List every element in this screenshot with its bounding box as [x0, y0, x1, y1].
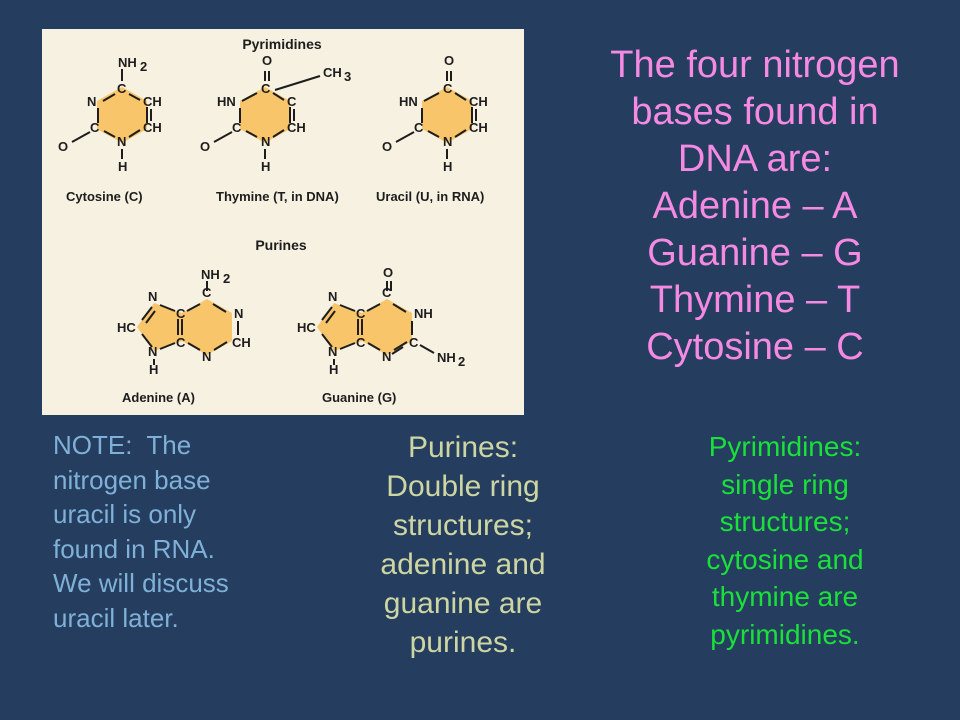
note-line: uracil later. [53, 602, 179, 633]
svg-text:3: 3 [344, 69, 351, 84]
pyrimidines-line: single ring [721, 468, 849, 500]
purines-line: structures; [392, 509, 534, 542]
svg-text:O: O [383, 265, 393, 280]
title-line: Cytosine – C [646, 326, 864, 368]
svg-text:C: C [414, 120, 424, 135]
svg-text:2: 2 [140, 59, 147, 74]
svg-text:C: C [443, 81, 453, 96]
svg-text:HN: HN [399, 94, 418, 109]
purines-description: Purines: Double ring structures; adenine… [338, 428, 588, 662]
pyrimidines-description: Pyrimidines: single ring structures; cyt… [660, 428, 910, 653]
svg-text:N: N [117, 134, 126, 149]
svg-text:H: H [261, 159, 270, 174]
uracil-caption: Uracil (U, in RNA) [376, 189, 484, 204]
svg-text:NH: NH [437, 350, 456, 365]
note-line: nitrogen base [53, 464, 211, 495]
svg-text:C: C [409, 335, 419, 350]
svg-text:C: C [232, 120, 242, 135]
adenine-caption: Adenine (A) [122, 390, 195, 405]
svg-text:NH: NH [201, 267, 220, 282]
uracil-structure: O HN C CH CH N C O H [382, 53, 488, 174]
svg-text:N: N [87, 94, 96, 109]
svg-text:N: N [328, 344, 337, 359]
svg-text:N: N [234, 306, 243, 321]
guanine-caption: Guanine (G) [322, 390, 396, 405]
note-line: found in RNA. [53, 533, 215, 564]
title-line: The four nitrogen [610, 44, 900, 86]
title-line: DNA are: [677, 138, 833, 180]
svg-text:CH: CH [469, 94, 488, 109]
svg-text:N: N [382, 349, 391, 364]
svg-text:C: C [356, 306, 366, 321]
slide-title: The four nitrogen bases found in DNA are… [580, 42, 930, 371]
title-line: bases found in [631, 91, 879, 133]
svg-text:HN: HN [217, 94, 236, 109]
svg-text:N: N [261, 134, 270, 149]
svg-text:C: C [176, 306, 186, 321]
svg-text:C: C [176, 335, 186, 350]
pyrimidines-heading: Pyrimidines [242, 36, 322, 52]
svg-text:CH: CH [232, 335, 251, 350]
thymine-caption: Thymine (T, in DNA) [216, 189, 339, 204]
uracil-note: NOTE: The nitrogen base uracil is only f… [53, 428, 313, 635]
svg-text:N: N [202, 349, 211, 364]
cytosine-caption: Cytosine (C) [66, 189, 143, 204]
svg-text:2: 2 [458, 354, 465, 369]
note-line: We will discuss [53, 568, 229, 598]
svg-text:O: O [58, 139, 68, 154]
svg-text:2: 2 [223, 271, 230, 286]
svg-text:HC: HC [117, 320, 136, 335]
title-line: Adenine – A [652, 185, 858, 227]
svg-text:N: N [443, 134, 452, 149]
svg-text:H: H [443, 159, 452, 174]
svg-text:O: O [200, 139, 210, 154]
note-line: uracil is only [53, 499, 197, 529]
svg-text:N: N [328, 289, 337, 304]
pyrimidines-line: Pyrimidines: [708, 431, 862, 462]
title-line: Thymine – T [649, 279, 861, 321]
svg-text:C: C [261, 81, 271, 96]
purines-line: guanine are [383, 587, 543, 620]
svg-text:CH: CH [287, 120, 306, 135]
svg-text:C: C [202, 285, 212, 300]
svg-text:C: C [117, 81, 127, 96]
svg-text:H: H [118, 159, 127, 174]
purines-line: purines. [409, 626, 517, 659]
svg-text:CH: CH [323, 65, 342, 80]
svg-text:C: C [356, 335, 366, 350]
svg-text:H: H [149, 362, 158, 377]
pyrimidines-line: thymine are [711, 581, 859, 612]
svg-text:N: N [148, 344, 157, 359]
svg-text:O: O [382, 139, 392, 154]
svg-text:C: C [382, 285, 392, 300]
svg-text:CH: CH [143, 94, 162, 109]
svg-text:CH: CH [143, 120, 162, 135]
note-line: NOTE: The [53, 430, 192, 460]
pyrimidines-line: structures; [719, 506, 851, 537]
purines-line: Double ring [386, 470, 540, 503]
svg-text:HC: HC [297, 320, 316, 335]
svg-text:O: O [444, 53, 454, 68]
purines-line: adenine and [380, 548, 546, 581]
pyrimidines-line: pyrimidines. [710, 618, 860, 650]
svg-text:C: C [90, 120, 100, 135]
purines-line: Purines: [407, 431, 519, 464]
pyrimidines-line: cytosine and [706, 543, 864, 575]
svg-text:C: C [287, 94, 297, 109]
title-line: Guanine – G [647, 232, 863, 274]
svg-text:CH: CH [469, 120, 488, 135]
svg-text:N: N [148, 289, 157, 304]
svg-text:H: H [329, 362, 338, 377]
svg-text:NH: NH [414, 306, 433, 321]
purines-heading: Purines [255, 237, 307, 253]
svg-text:NH: NH [118, 55, 137, 70]
svg-text:O: O [262, 53, 272, 68]
